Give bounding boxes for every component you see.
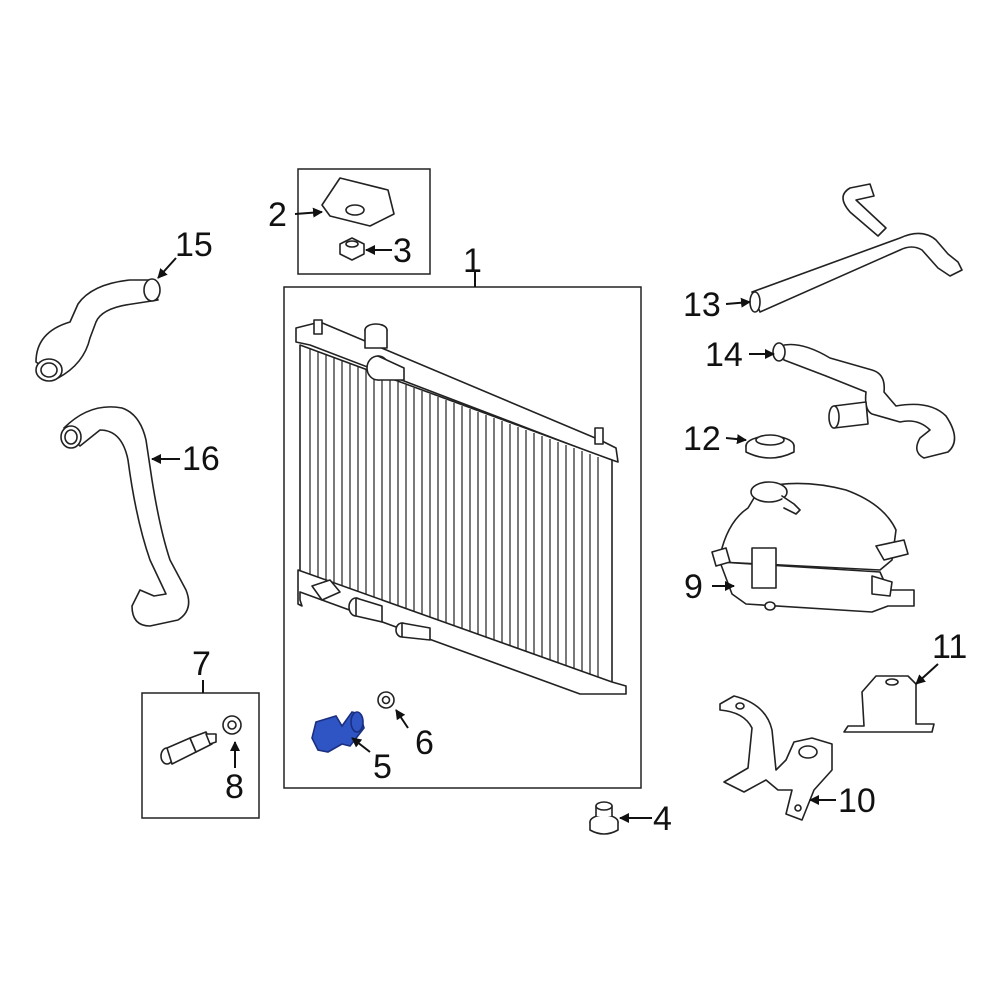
callout-10[interactable]: 10 [838, 782, 876, 820]
radiator-assembly[interactable] [295, 319, 627, 695]
lower-hose-16[interactable] [60, 406, 190, 627]
reserve-hose-14[interactable] [772, 342, 956, 459]
reserve-tank-9[interactable] [711, 481, 915, 613]
callout-7[interactable]: 7 [192, 645, 211, 683]
tank-bracket-10[interactable] [719, 695, 833, 821]
callout-2[interactable]: 2 [268, 196, 287, 234]
radiator-group-box [283, 286, 642, 789]
callout-14[interactable]: 14 [705, 336, 743, 374]
drain-plug-highlighted[interactable] [311, 711, 365, 753]
callout-9[interactable]: 9 [684, 568, 703, 606]
switch-group-box [141, 692, 260, 819]
callout-13[interactable]: 13 [683, 286, 721, 324]
upper-bracket-2[interactable] [321, 177, 395, 227]
callout-6[interactable]: 6 [415, 724, 434, 762]
callout-11[interactable]: 11 [932, 628, 967, 666]
small-bracket-11[interactable] [843, 675, 935, 733]
callout-3[interactable]: 3 [393, 232, 412, 270]
callout-12[interactable]: 12 [683, 420, 721, 458]
washer-8[interactable] [222, 715, 242, 735]
callout-15[interactable]: 15 [175, 226, 213, 264]
callout-16[interactable]: 16 [182, 440, 220, 478]
temperature-switch-7[interactable] [160, 731, 217, 765]
nut-3[interactable] [339, 237, 365, 261]
bracket-group-box [297, 168, 431, 275]
grommet-4[interactable] [589, 801, 619, 835]
reservoir-cap-12[interactable] [745, 434, 795, 459]
callout-8[interactable]: 8 [225, 768, 244, 806]
upper-hose-15[interactable] [35, 278, 161, 382]
callout-4[interactable]: 4 [653, 800, 672, 838]
callout-1[interactable]: 1 [463, 242, 482, 280]
washer-6[interactable] [377, 691, 395, 709]
callout-5[interactable]: 5 [373, 748, 392, 786]
bypass-pipe-13[interactable] [749, 183, 963, 313]
